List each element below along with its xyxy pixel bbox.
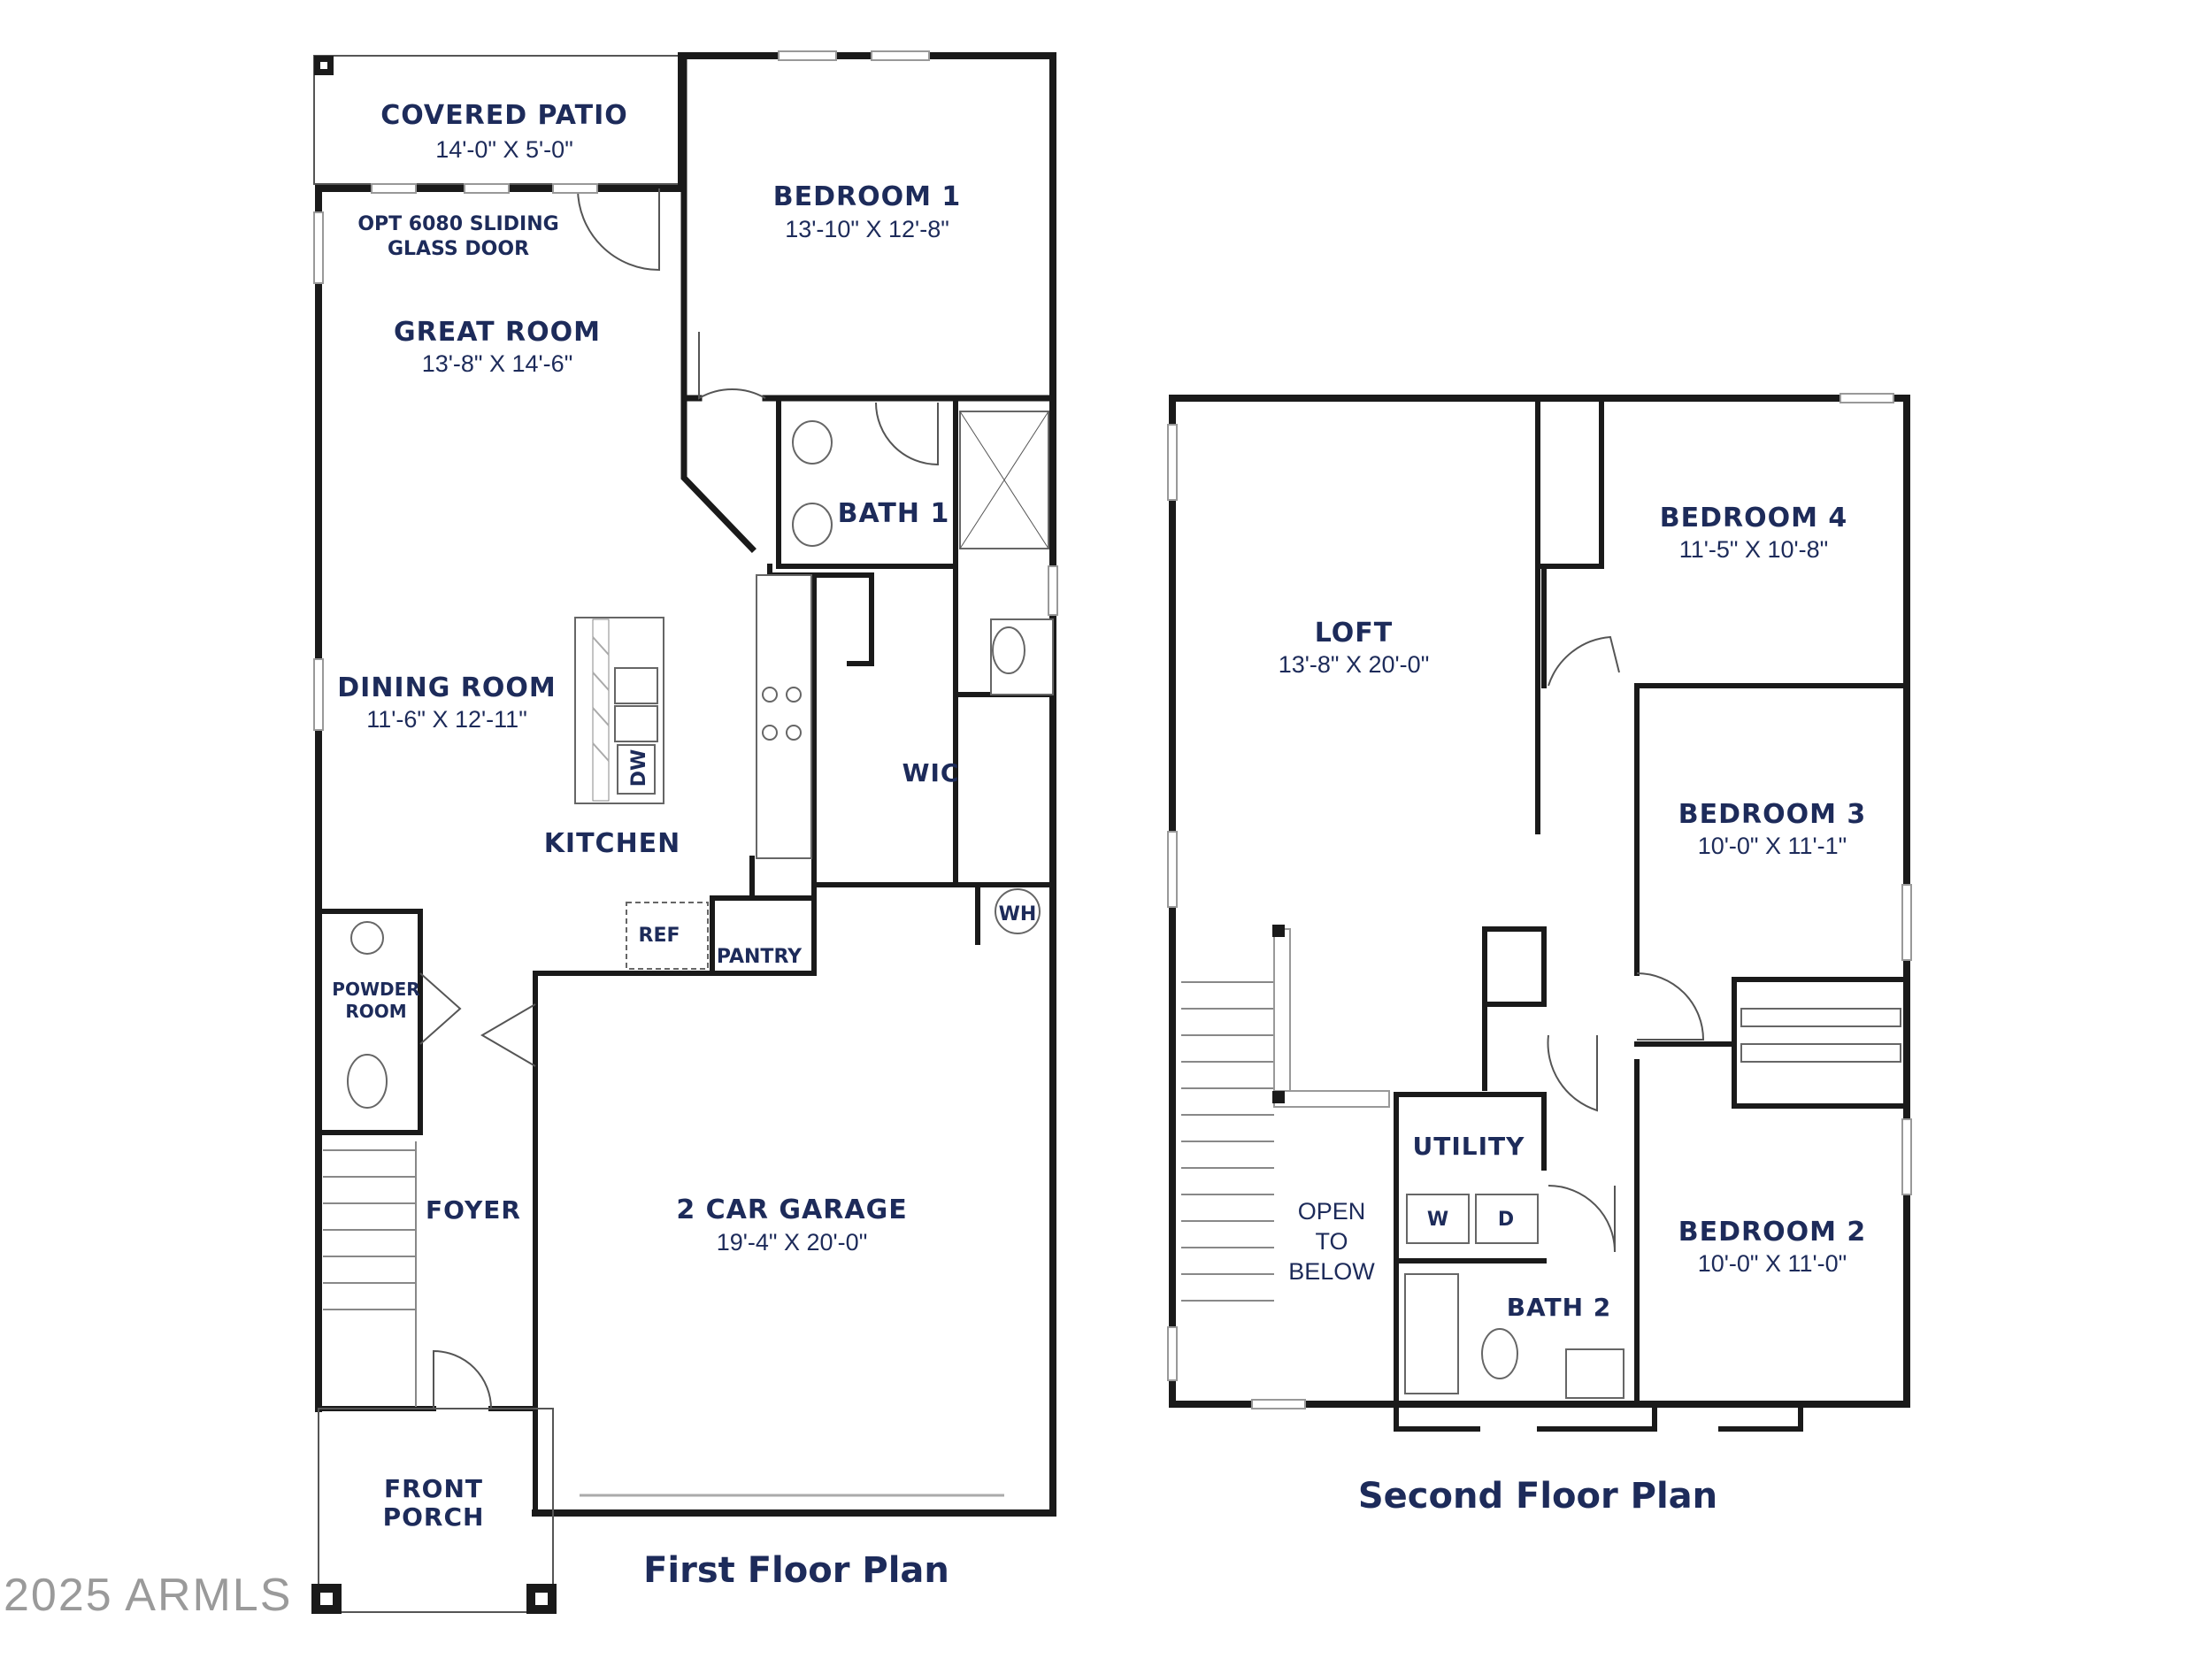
- first-floor-plan: [311, 50, 1058, 1614]
- powder-room-label-2: ROOM: [345, 1001, 406, 1022]
- garage-dims: 19'-4" X 20'-0": [717, 1229, 868, 1256]
- covered-patio-dims: 14'-0" X 5'-0": [435, 136, 573, 163]
- loft-dims: 13'-8" X 20'-0": [1279, 651, 1430, 678]
- bedroom3-dims: 10'-0" X 11'-1": [1698, 833, 1847, 859]
- bedroom1-label: BEDROOM 1: [773, 181, 962, 212]
- first-floor-labels: COVERED PATIO 14'-0" X 5'-0" BEDROOM 1 1…: [332, 100, 1036, 1591]
- kitchen-label: KITCHEN: [544, 828, 681, 859]
- bath1-label: BATH 1: [838, 498, 950, 529]
- sliding-door-note-2: GLASS DOOR: [388, 238, 529, 260]
- wic-label: WIC: [902, 758, 960, 787]
- second-floor-title: Second Floor Plan: [1358, 1476, 1717, 1517]
- bath2-label: BATH 2: [1507, 1293, 1612, 1322]
- open-below-label-1: OPEN: [1298, 1198, 1366, 1225]
- utility-label: UTILITY: [1413, 1132, 1525, 1161]
- copyright-watermark: 2025 ARMLS: [4, 1570, 293, 1621]
- bedroom3-label: BEDROOM 3: [1678, 799, 1867, 830]
- dw-label: DW: [628, 749, 650, 787]
- wh-label: WH: [999, 903, 1037, 926]
- first-floor-title: First Floor Plan: [643, 1550, 949, 1591]
- open-below-label-2: TO: [1315, 1228, 1348, 1255]
- great-room-dims: 13'-8" X 14'-6": [422, 350, 573, 377]
- washer-label: W: [1427, 1209, 1448, 1231]
- pantry-label: PANTRY: [717, 946, 803, 968]
- bedroom4-dims: 11'-5" X 10'-8": [1679, 536, 1829, 563]
- sliding-door-note-1: OPT 6080 SLIDING: [357, 213, 558, 235]
- front-porch-label-1: FRONT: [384, 1474, 483, 1503]
- bedroom1-dims: 13'-10" X 12'-8": [785, 216, 949, 242]
- second-floor-plan: [1167, 393, 1912, 1432]
- bedroom4-label: BEDROOM 4: [1660, 503, 1848, 534]
- bedroom2-dims: 10'-0" X 11'-0": [1698, 1250, 1847, 1277]
- loft-label: LOFT: [1315, 618, 1394, 649]
- covered-patio-label: COVERED PATIO: [380, 100, 628, 131]
- dining-room-dims: 11'-6" X 12'-11": [366, 706, 527, 733]
- second-floor-labels: LOFT 13'-8" X 20'-0" BEDROOM 4 11'-5" X …: [1279, 503, 1867, 1517]
- dining-room-label: DINING ROOM: [337, 672, 556, 703]
- bedroom2-label: BEDROOM 2: [1678, 1217, 1867, 1248]
- great-room-label: GREAT ROOM: [394, 317, 601, 348]
- powder-room-label-1: POWDER: [332, 979, 419, 1000]
- ref-label: REF: [639, 925, 680, 947]
- front-porch-label-2: PORCH: [383, 1502, 485, 1532]
- garage-label: 2 CAR GARAGE: [676, 1194, 907, 1225]
- open-below-label-3: BELOW: [1288, 1258, 1375, 1285]
- dryer-label: D: [1498, 1209, 1514, 1231]
- foyer-label: FOYER: [426, 1195, 521, 1225]
